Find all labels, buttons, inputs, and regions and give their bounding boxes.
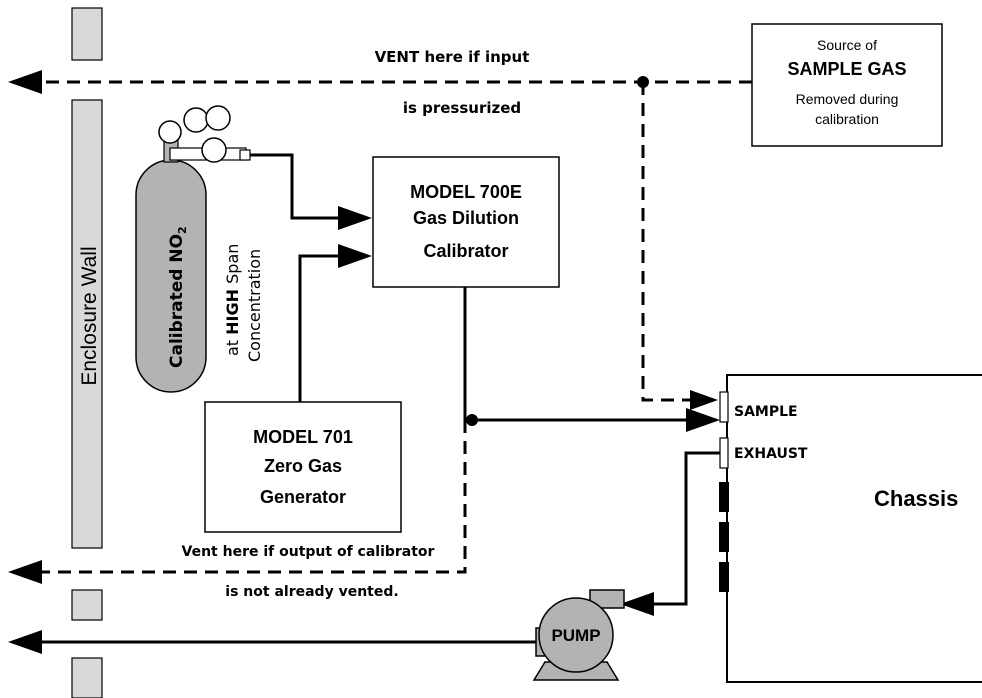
vent-top-label-line2: is pressurized xyxy=(403,99,521,117)
chassis-box xyxy=(726,374,982,683)
exhaust-arrowhead xyxy=(620,592,654,616)
vent-bottom-label-line1: Vent here if output of calibrator xyxy=(182,544,435,560)
sample-bypass-arrowhead xyxy=(690,390,718,410)
calibrator-box xyxy=(372,156,560,288)
vent-top-arrowhead xyxy=(8,70,42,94)
regulator-fitting xyxy=(239,149,251,161)
span-gas-line xyxy=(250,153,350,220)
zero-gen-line2: Zero Gas xyxy=(264,456,342,476)
gauge-icon xyxy=(205,105,231,131)
calibrator-output-junction xyxy=(466,414,478,426)
sample-gas-source-line3: Removed during xyxy=(796,91,899,107)
sample-gas-source-line1: Source of xyxy=(817,37,877,53)
exhaust-port-label: EXHAUST xyxy=(734,446,808,462)
pump-label: PUMP xyxy=(551,626,600,645)
span-gas-arrowhead xyxy=(338,206,372,230)
cylinder-desc-line2: Concentration xyxy=(245,249,264,362)
vent-bottom-line xyxy=(22,420,467,574)
pump: PUMP xyxy=(532,589,625,681)
sample-bypass-line xyxy=(641,82,700,402)
sample-port xyxy=(719,391,729,423)
no2-cylinder: Calibrated NO2 xyxy=(135,105,251,393)
chassis-vent-slot xyxy=(719,562,729,592)
calibrator-output-arrowhead xyxy=(686,408,720,432)
sample-port-label: SAMPLE xyxy=(734,404,798,420)
gauge-icon xyxy=(201,137,227,163)
cylinder-desc-line1: at HIGH Span xyxy=(223,244,242,356)
zero-gas-arrowhead xyxy=(338,244,372,268)
vent-bottom-arrowhead xyxy=(8,560,42,584)
calibrator-line2: Gas Dilution xyxy=(413,208,519,228)
wall-segment-main xyxy=(71,99,103,549)
cylinder-label: Calibrated NO2 xyxy=(167,226,189,368)
wall-segment-bottom xyxy=(71,657,103,698)
pump-exhaust-arrowhead xyxy=(8,630,42,654)
chassis-vent-slot xyxy=(719,482,729,512)
chassis-label: Chassis xyxy=(874,486,958,511)
sample-gas-source-box xyxy=(751,23,943,147)
pump-housing xyxy=(538,597,614,673)
chassis-vent-slot xyxy=(719,522,729,552)
exhaust-line xyxy=(642,451,720,606)
zero-gas-generator-box xyxy=(204,401,402,533)
pump-inlet xyxy=(589,589,625,609)
zero-gen-line1: MODEL 701 xyxy=(253,427,353,447)
enclosure-wall: Enclosure Wall xyxy=(71,7,103,698)
vent-top-label-line1: VENT here if input xyxy=(375,48,530,66)
zero-gas-line xyxy=(298,254,350,402)
wall-segment-top xyxy=(71,7,103,61)
calibrator-line3: Calibrator xyxy=(423,241,508,261)
zero-gen-line3: Generator xyxy=(260,487,346,507)
sample-gas-source-line2: SAMPLE GAS xyxy=(787,59,906,79)
sample-gas-source-line4: calibration xyxy=(815,111,879,127)
vent-bottom-label-line2: is not already vented. xyxy=(225,584,398,600)
calibrator-line1: MODEL 700E xyxy=(410,182,522,202)
enclosure-wall-label: Enclosure Wall xyxy=(78,246,101,385)
wall-segment-lower xyxy=(71,589,103,621)
gauge-icon xyxy=(158,120,182,144)
gauge-icon xyxy=(183,107,209,133)
exhaust-port xyxy=(719,437,729,469)
